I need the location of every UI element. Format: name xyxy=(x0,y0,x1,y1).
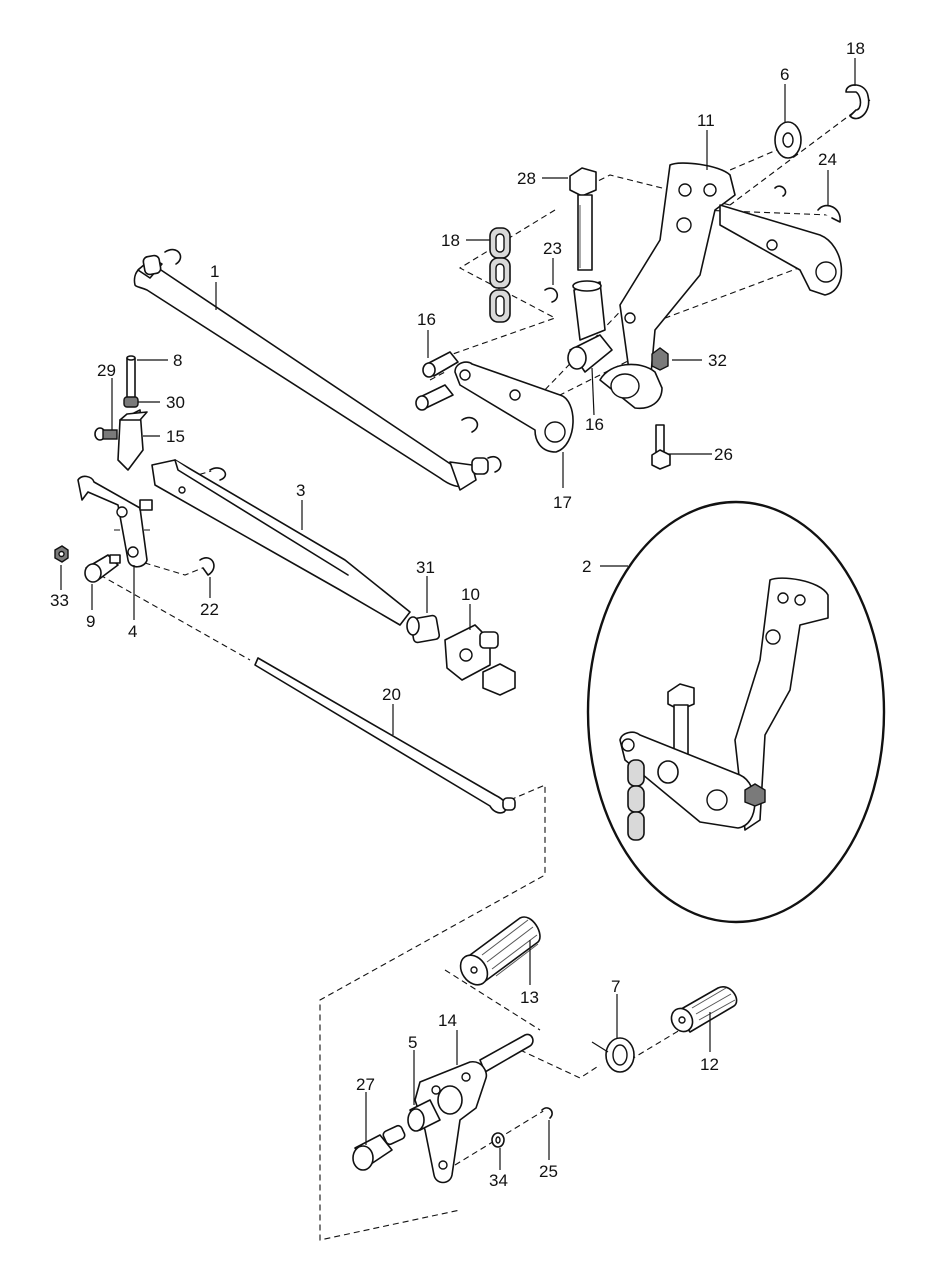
callout-22: 22 xyxy=(200,600,219,619)
part-18-clip-top xyxy=(845,84,870,120)
part-12-grip xyxy=(670,986,738,1033)
callout-29: 29 xyxy=(97,361,116,380)
callout-7: 7 xyxy=(611,977,620,996)
part-29-screw xyxy=(94,427,118,441)
part-23-clip xyxy=(544,287,559,303)
callout-12: 12 xyxy=(700,1055,719,1074)
part-28-bolt xyxy=(569,167,597,271)
part-5-bushing xyxy=(407,1099,441,1132)
callout-34: 34 xyxy=(489,1171,508,1190)
part-16-pins xyxy=(415,351,459,411)
callout-8: 8 xyxy=(173,351,182,370)
part-34-washer xyxy=(491,1132,505,1148)
callout-9: 9 xyxy=(86,612,95,631)
part-10-joint xyxy=(444,624,516,696)
callout-33: 33 xyxy=(50,591,69,610)
callout-14: 14 xyxy=(438,1011,457,1030)
part-27-bolt xyxy=(352,1124,406,1171)
part-32-nut xyxy=(651,347,669,371)
part-15-block xyxy=(117,409,148,471)
callout-28: 28 xyxy=(517,169,536,188)
part-16-swivel xyxy=(567,280,613,373)
part-1-rod xyxy=(133,248,502,491)
callout-5: 5 xyxy=(408,1033,417,1052)
callout-4: 4 xyxy=(128,622,137,641)
callout-16-mid: 16 xyxy=(585,415,604,434)
part-6-washer xyxy=(774,121,802,159)
callout-31: 31 xyxy=(416,558,435,577)
part-25-clip xyxy=(541,1107,553,1119)
small-clip-top xyxy=(774,185,787,197)
callout-25: 25 xyxy=(539,1162,558,1181)
callout-18-chain: 18 xyxy=(441,231,460,250)
part-14-pedal-arm xyxy=(414,1033,534,1184)
callout-18-top: 18 xyxy=(846,39,865,58)
leader-lines xyxy=(60,58,856,1170)
callout-10: 10 xyxy=(461,585,480,604)
callout-6: 6 xyxy=(780,65,789,84)
callout-17: 17 xyxy=(553,493,572,512)
part-30-nut xyxy=(123,396,139,408)
callout-1: 1 xyxy=(210,262,219,281)
callout-labels: 18 6 11 24 28 18 23 16 32 16 26 17 1 8 2… xyxy=(50,39,865,1190)
callout-27: 27 xyxy=(356,1075,375,1094)
part-26-bolt xyxy=(651,424,671,470)
callout-11: 11 xyxy=(697,111,715,130)
callout-15: 15 xyxy=(166,427,185,446)
part-4-lever xyxy=(77,475,153,568)
callout-24: 24 xyxy=(818,150,837,169)
part-20-rod xyxy=(254,657,516,814)
callout-32: 32 xyxy=(708,351,727,370)
callout-16-left: 16 xyxy=(417,310,436,329)
callout-30: 30 xyxy=(166,393,185,412)
part-2-assembly-inset xyxy=(586,500,886,924)
callout-26: 26 xyxy=(714,445,733,464)
callout-20: 20 xyxy=(382,685,401,704)
part-11-bracket xyxy=(599,162,843,410)
part-22-clip xyxy=(199,557,215,576)
callout-13: 13 xyxy=(520,988,539,1007)
part-3-shaft xyxy=(151,459,411,626)
part-17-plate xyxy=(454,361,574,453)
part-13-grip xyxy=(459,916,541,986)
part-33-nut xyxy=(54,545,69,563)
part-9-bushing xyxy=(84,554,121,583)
part-7-spring xyxy=(591,1037,635,1073)
part-8-pin xyxy=(126,355,136,399)
part-18-chain xyxy=(489,227,511,323)
callout-3: 3 xyxy=(296,481,305,500)
part-24-clip xyxy=(817,204,841,223)
assembly-dashed-lines xyxy=(99,99,871,1241)
part-31-bushing xyxy=(406,614,441,644)
callout-2: 2 xyxy=(582,557,591,576)
callout-23: 23 xyxy=(543,239,562,258)
